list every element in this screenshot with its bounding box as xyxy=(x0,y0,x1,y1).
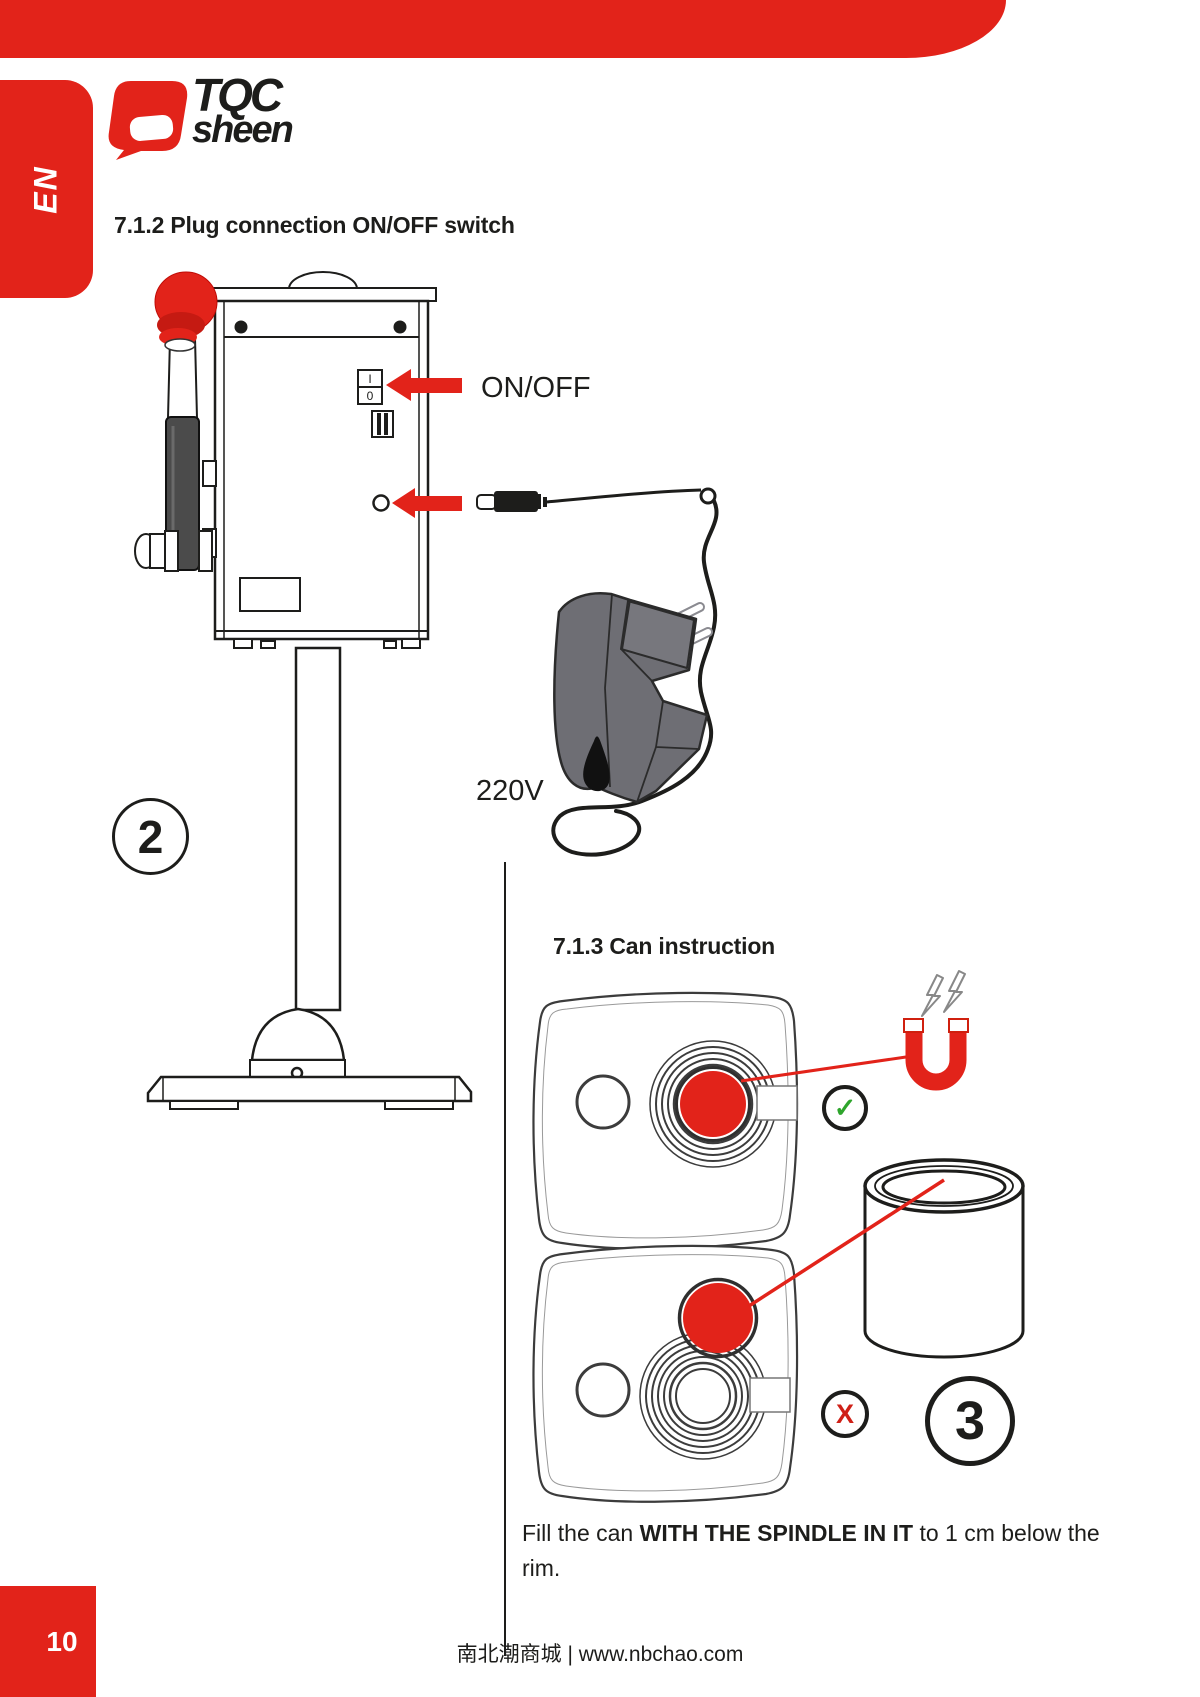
step-2-badge: 2 xyxy=(112,798,189,875)
arrow-to-switch xyxy=(386,369,462,401)
fill-instruction-line2: rim. xyxy=(522,1555,561,1581)
page-number-badge: 10 xyxy=(0,1586,96,1697)
footer-site-text: 南北潮商城 | www.nbchao.com xyxy=(456,1643,744,1666)
pointer-to-can xyxy=(748,1178,945,1308)
cross-badge: X xyxy=(821,1390,869,1438)
mixer-front-view xyxy=(146,271,473,1110)
switch-off-label: 0 xyxy=(366,388,374,403)
connector-icon xyxy=(371,410,394,438)
top-banner xyxy=(0,0,1006,58)
pointer-to-magnet xyxy=(740,1055,907,1083)
logo-text-sheen: sheen xyxy=(192,109,294,151)
spark-icon xyxy=(943,970,966,1013)
fill-instruction-post: to 1 cm below the xyxy=(913,1520,1100,1546)
step-3-badge: 3 xyxy=(925,1376,1015,1466)
tqc-logo-icon xyxy=(108,81,188,160)
check-icon: ✓ xyxy=(833,1092,857,1123)
onoff-switch: I 0 xyxy=(357,369,383,405)
spindle-disc-correct xyxy=(680,1071,746,1137)
section-713-title: 7.1.3 Can instruction xyxy=(553,933,776,959)
dc-plug-cable xyxy=(476,487,719,857)
logo-text-tqc: TQC xyxy=(192,69,283,121)
voltage-label: 220V xyxy=(476,775,544,807)
spark-icon xyxy=(921,974,944,1017)
fill-instruction: Fill the can WITH THE SPINDLE IN IT to 1… xyxy=(522,1516,1162,1586)
spindle-disc-wrong xyxy=(683,1283,753,1353)
language-tab: EN xyxy=(0,80,93,298)
can-holder-correct xyxy=(532,991,799,1250)
paint-can xyxy=(863,1158,1025,1359)
section-712-title: 7.1.2 Plug connection ON/OFF switch xyxy=(114,212,515,238)
check-badge: ✓ xyxy=(822,1085,868,1131)
language-tab-label: EN xyxy=(27,164,64,214)
power-adapter xyxy=(553,592,713,804)
magnet-icon xyxy=(903,970,969,1091)
strain-relief xyxy=(583,736,610,792)
can-holder-wrong xyxy=(532,1244,799,1503)
power-port xyxy=(372,494,390,512)
onoff-label: ON/OFF xyxy=(481,372,591,404)
fill-instruction-bold: WITH THE SPINDLE IN IT xyxy=(639,1520,914,1546)
fill-instruction-pre: Fill the can xyxy=(522,1520,640,1546)
lever-assembly xyxy=(134,271,218,572)
arrow-to-port xyxy=(392,488,462,518)
switch-on-label: I xyxy=(359,371,381,388)
cross-icon: X xyxy=(835,1398,854,1429)
callout-arrows xyxy=(386,369,462,518)
